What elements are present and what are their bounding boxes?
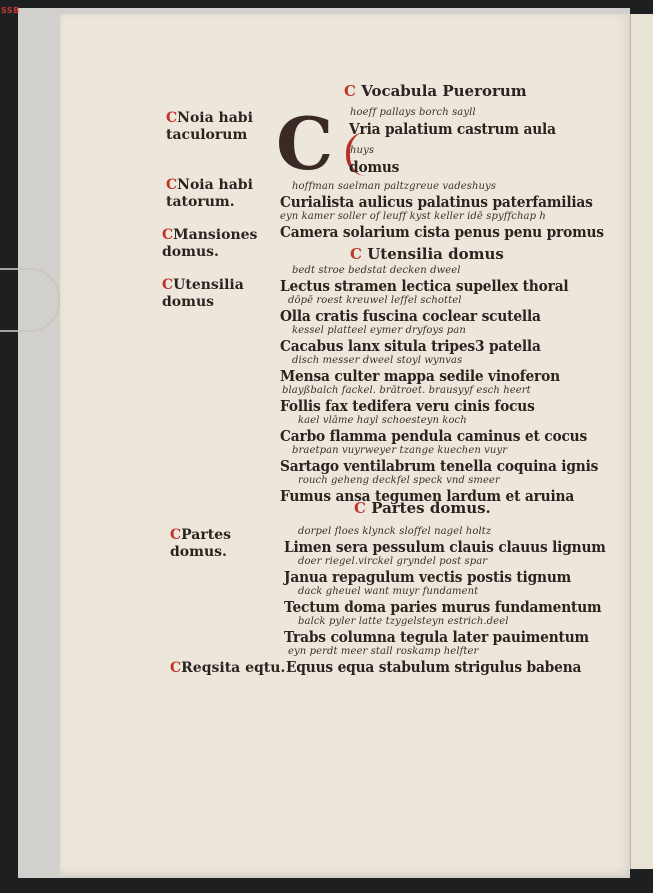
latin-line: Sartago ventilabrum tenella coquina igni… <box>280 458 599 475</box>
latin-line: Fumus ansa tegumen lardum et aruina <box>280 488 575 505</box>
latin-line: Trabs columna tegula later pauimentum <box>284 629 589 646</box>
pilcrow-mark: C <box>170 527 182 543</box>
margin-note: CNoia habi tatorum. <box>166 177 253 211</box>
latin-line: Lectus stramen lectica supellex thoral <box>280 278 569 295</box>
gloss-line: bedt stroe bedstat decken dweel <box>292 265 461 276</box>
margin-note-text: Mansiones domus. <box>162 227 258 260</box>
pilcrow-mark: C <box>162 277 174 293</box>
gloss-line: disch messer dweel stoyl wynvas <box>292 355 463 366</box>
gloss-line: eyn kamer soller of leuff kyst keller id… <box>280 211 546 222</box>
latin-line: Carbo flamma pendula caminus et cocus <box>280 428 588 445</box>
latin-line: Janua repagulum vectis postis tignum <box>284 569 572 586</box>
clasp-ribbon <box>0 268 60 332</box>
section-heading: C Partes domus. <box>354 499 491 517</box>
gloss-line: kael vlāme hayl schoesteyn koch <box>298 415 467 426</box>
gloss-line: hoeff pallays borch sayll <box>350 107 476 118</box>
gloss-line: kessel platteel eymer dryfoys pan <box>292 325 466 336</box>
margin-note: CUtensilia domus <box>162 277 244 311</box>
latin-line: domus <box>349 159 400 176</box>
latin-line: Follis fax tedifera veru cinis focus <box>280 398 535 415</box>
library-mark: SSB <box>1 6 20 15</box>
gloss-line: dorpel floes klynck sloffel nagel holtz <box>298 526 492 537</box>
gloss-line: huys <box>350 145 375 156</box>
gloss-line: rouch geheng deckfel speck vnd smeer <box>298 475 500 486</box>
pilcrow-mark: C <box>162 227 174 243</box>
margin-note: CReqsita eqtu. <box>170 660 285 677</box>
latin-line: Olla cratis fuscina coclear scutella <box>280 308 541 325</box>
gloss-line: doer riegel.virckel gryndel post spar <box>298 556 488 567</box>
gloss-line: dack gheuel want muyr fundament <box>298 586 479 597</box>
pilcrow-mark: C <box>344 82 356 100</box>
margin-note-text: Noia habi taculorum <box>166 110 253 143</box>
page-title: C Vocabula Puerorum <box>344 82 527 100</box>
manuscript-page: C Vocabula Puerorum C CNoia habi taculor… <box>60 14 630 876</box>
pilcrow-mark: C <box>166 177 178 193</box>
heading-text: Utensilia domus <box>367 245 504 263</box>
pilcrow-mark: C <box>166 110 178 126</box>
latin-line: Camera solarium cista penus penu promus <box>280 224 604 241</box>
latin-line: Tectum doma paries murus fundamentum <box>284 599 602 616</box>
drop-cap: C <box>276 101 334 186</box>
latin-line: Vria palatium castrum aula <box>349 121 556 138</box>
gloss-line: blayßbalch fackel. brātroet. brausyyf es… <box>282 385 531 396</box>
heading-text: Partes domus. <box>371 499 491 517</box>
gloss-line: hoffman saelman paltzgreue vadeshuys <box>292 181 497 192</box>
gloss-line: eyn perdt meer stall roskamp helfter <box>288 646 479 657</box>
gloss-line: balck pyler latte tzygelsteyn estrich.de… <box>298 616 509 627</box>
section-heading: C Utensilia domus <box>350 245 504 263</box>
margin-note: CPartes domus. <box>170 527 231 561</box>
gloss-line: dōpē roest kreuwel leffel schottel <box>288 295 462 306</box>
margin-note: CNoia habi taculorum <box>166 110 253 144</box>
pilcrow-mark: C <box>350 245 362 263</box>
latin-line: Curialista aulicus palatinus paterfamili… <box>280 194 593 211</box>
next-leaf-edge <box>630 14 653 869</box>
latin-line: Limen sera pessulum clauis clauus lignum <box>284 539 606 556</box>
pilcrow-mark: C <box>170 660 182 676</box>
latin-line: Mensa culter mappa sedile vinoferon <box>280 368 560 385</box>
margin-note-text: Partes domus. <box>170 527 232 560</box>
margin-note-text: Noia habi tatorum. <box>166 177 253 210</box>
margin-note-text: Reqsita eqtu. <box>181 660 286 676</box>
gloss-line: braetpan vuyrweyer tzange kuechen vuyr <box>292 445 508 456</box>
margin-note: CMansiones domus. <box>162 227 257 261</box>
title-text: Vocabula Puerorum <box>361 82 527 100</box>
drop-cap-red-stroke <box>346 132 372 176</box>
latin-line: Equus equa stabulum strigulus babena <box>286 659 582 676</box>
latin-line: Cacabus lanx situla tripes3 patella <box>280 338 541 355</box>
margin-note-text: Utensilia domus <box>162 277 244 310</box>
pilcrow-mark: C <box>354 499 366 517</box>
